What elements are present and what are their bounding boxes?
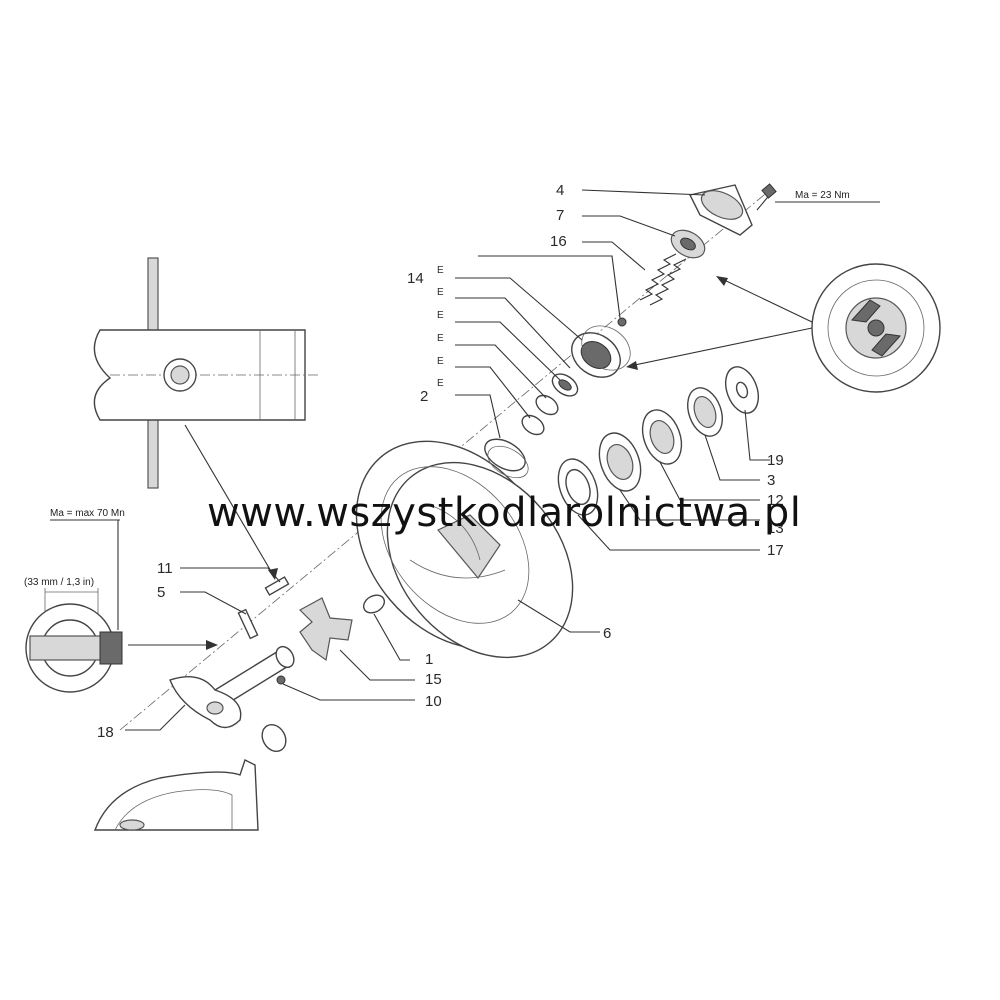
label-part-3: 3 (767, 472, 775, 489)
label-part-6: 6 (603, 625, 611, 642)
label-part-19: 19 (767, 452, 784, 469)
label-e-2: E (437, 287, 444, 298)
cover-4: Ma = 23 Nm (688, 183, 880, 236)
label-part-10: 10 (425, 693, 442, 710)
ring-e-1 (551, 373, 579, 397)
coupling-section-detail: Ma = max 70 Mn (33 mm / 1,3 in) (24, 508, 218, 693)
gearbox-housing (93, 759, 259, 831)
label-part-16: 16 (550, 233, 567, 250)
leader-lines (125, 189, 770, 731)
ring-e-2 (535, 394, 559, 416)
label-part-12: 12 (767, 492, 784, 509)
sleeve-2 (484, 438, 529, 479)
bearing-13 (598, 432, 642, 492)
washer-19 (724, 366, 760, 414)
pin-10 (276, 675, 286, 685)
label-part-15: 15 (425, 671, 442, 688)
watermark-text: www.wszystkodlarolnictwa.pl (207, 490, 801, 536)
torque-top-label: Ma = 23 Nm (795, 190, 850, 201)
spider-coupling-15 (299, 597, 353, 662)
coupling-bolt (29, 635, 111, 661)
dimension-label: (33 mm / 1,3 in) (24, 577, 94, 588)
shaft-to-pin-arrow (184, 424, 276, 579)
bearing-12 (641, 409, 683, 465)
label-e-4: E (437, 333, 444, 344)
input-shaft-18 (169, 645, 295, 729)
washer-17 (557, 458, 599, 516)
ring-1 (362, 594, 386, 614)
circular-detail-inset (626, 263, 941, 393)
label-e-5: E (437, 356, 444, 367)
label-part-18: 18 (97, 724, 114, 741)
label-part-14: 14 (407, 270, 424, 287)
bearing-14 (571, 325, 631, 378)
label-part-7: 7 (556, 207, 564, 224)
label-part-1: 1 (425, 651, 433, 668)
coupling-nut (99, 631, 123, 665)
torque-left-label: Ma = max 70 Mn (50, 508, 125, 519)
clutch-drum-6 (355, 440, 574, 659)
label-part-11: 11 (157, 560, 173, 577)
pin-11 (264, 576, 290, 596)
label-e-3: E (437, 310, 444, 321)
part-7 (670, 229, 706, 259)
bearing-3 (687, 387, 723, 437)
spring-16 (617, 253, 687, 327)
label-part-2: 2 (420, 388, 428, 405)
collar (261, 723, 287, 753)
shaft-body (93, 329, 306, 421)
ring-e-3 (521, 414, 545, 436)
label-part-5: 5 (157, 584, 165, 601)
label-e-6: E (437, 378, 444, 389)
shaft-detail (93, 257, 320, 580)
pin-5 (237, 608, 259, 640)
label-part-17: 17 (767, 542, 784, 559)
label-e-1: E (437, 265, 444, 276)
label-part-13: 13 (767, 520, 784, 537)
label-part-4: 4 (556, 182, 564, 199)
